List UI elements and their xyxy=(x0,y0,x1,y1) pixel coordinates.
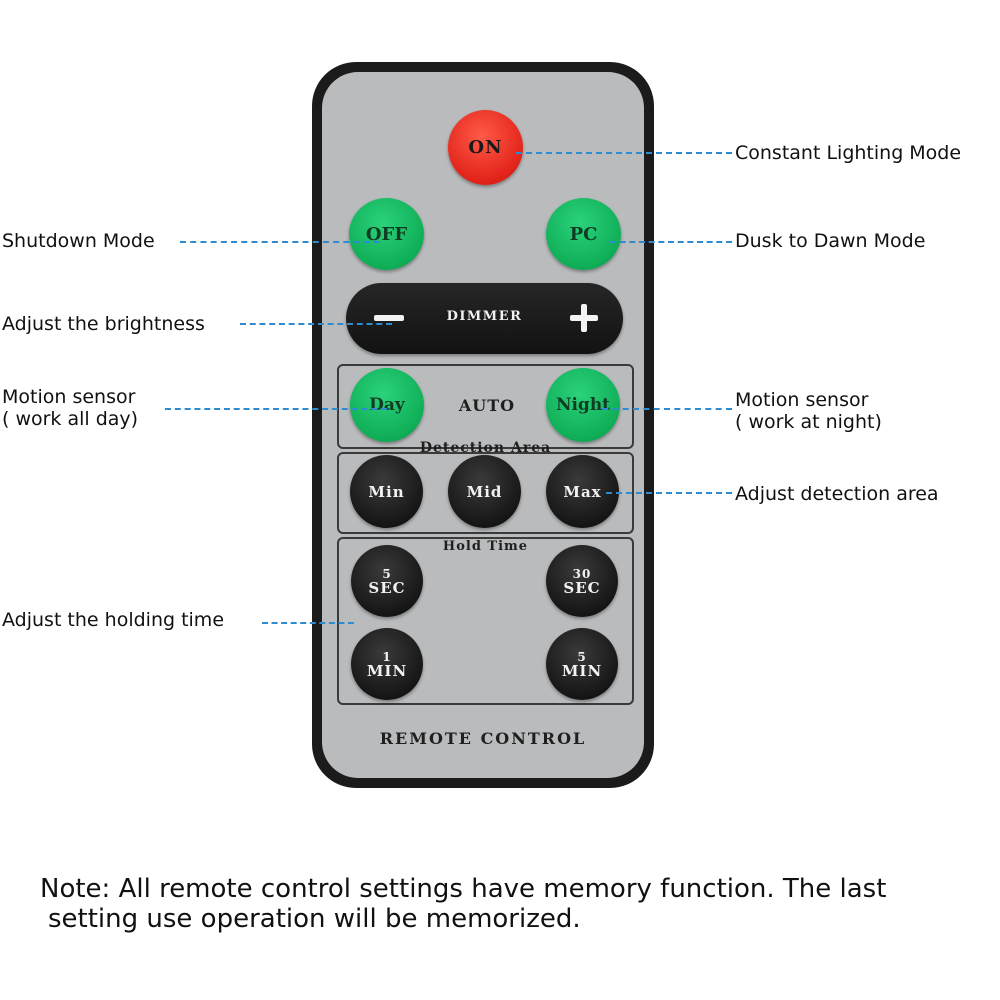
day-button-label: Day xyxy=(369,395,405,415)
leader-line-motion-night xyxy=(602,408,732,410)
memory-note-line1: Note: All remote control settings have m… xyxy=(40,874,887,904)
dimmer-rocker: DIMMER xyxy=(346,283,623,354)
max-button-label: Max xyxy=(563,482,602,501)
auto-label: AUTO xyxy=(458,396,516,415)
annotation-constant-lighting: Constant Lighting Mode xyxy=(735,142,962,164)
annotation-motion-night-line1: Motion sensor xyxy=(735,389,869,411)
annotation-brightness: Adjust the brightness xyxy=(2,313,205,335)
annotation-motion-day-line2: ( work all day) xyxy=(2,408,139,430)
hold-1-min-number: 1 xyxy=(382,650,392,664)
annotation-motion-night-line2: ( work at night) xyxy=(735,411,882,433)
pc-button[interactable]: PC xyxy=(546,198,621,270)
annotation-holding-time: Adjust the holding time xyxy=(2,609,225,631)
leader-line-constant xyxy=(516,152,732,154)
on-button-label: ON xyxy=(468,137,503,158)
leader-line-dusk xyxy=(610,241,732,243)
auto-frame xyxy=(337,364,634,449)
leader-line-shutdown xyxy=(180,241,380,243)
leader-line-holding xyxy=(262,622,354,624)
annotation-shutdown: Shutdown Mode xyxy=(2,230,155,252)
remote-footer-label: REMOTE CONTROL xyxy=(379,729,587,748)
dimmer-plus-icon xyxy=(581,304,587,332)
hold-5-min-button[interactable]: 5 MIN xyxy=(546,628,618,700)
hold-30-sec-number: 30 xyxy=(572,567,592,581)
mid-button-label: Mid xyxy=(466,482,503,501)
annotation-dusk-to-dawn: Dusk to Dawn Mode xyxy=(735,230,926,252)
memory-note: Note: All remote control settings have m… xyxy=(40,874,990,934)
hold-5-min-unit: MIN xyxy=(561,662,603,680)
min-button-label: Min xyxy=(368,482,405,501)
hold-30-sec-unit: SEC xyxy=(563,579,601,597)
day-button[interactable]: Day xyxy=(350,368,424,442)
on-button[interactable]: ON xyxy=(448,110,523,185)
mid-button[interactable]: Mid xyxy=(448,455,521,528)
off-button-label: OFF xyxy=(365,223,408,245)
off-button[interactable]: OFF xyxy=(349,198,424,270)
leader-line-detection xyxy=(606,492,732,494)
night-button[interactable]: Night xyxy=(546,368,620,442)
hold-1-min-button[interactable]: 1 MIN xyxy=(351,628,423,700)
hold-5-sec-unit: SEC xyxy=(368,579,406,597)
annotation-motion-day-line1: Motion sensor xyxy=(2,386,136,408)
dimmer-label: DIMMER xyxy=(446,309,523,324)
leader-line-brightness xyxy=(240,323,392,325)
hold-5-min-number: 5 xyxy=(577,650,587,664)
min-button[interactable]: Min xyxy=(350,455,423,528)
max-button[interactable]: Max xyxy=(546,455,619,528)
hold-time-frame xyxy=(337,537,634,705)
pc-button-label: PC xyxy=(569,223,598,245)
leader-line-motion-day xyxy=(165,408,387,410)
hold-30-sec-button[interactable]: 30 SEC xyxy=(546,545,618,617)
night-button-label: Night xyxy=(555,395,611,415)
hold-time-label: Hold Time xyxy=(442,539,529,554)
hold-5-sec-button[interactable]: 5 SEC xyxy=(351,545,423,617)
hold-5-sec-number: 5 xyxy=(382,567,392,581)
memory-note-line2: setting use operation will be memorized. xyxy=(48,904,581,934)
hold-1-min-unit: MIN xyxy=(366,662,408,680)
dimmer-minus-button[interactable] xyxy=(374,315,404,321)
detection-area-label: Detection Area xyxy=(419,440,552,456)
annotation-detection-area: Adjust detection area xyxy=(735,483,939,505)
